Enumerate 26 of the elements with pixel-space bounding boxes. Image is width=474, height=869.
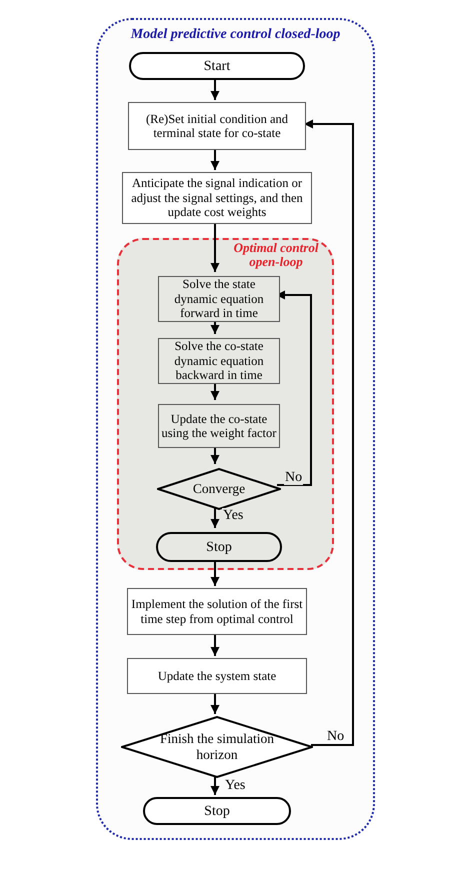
arrow bbox=[210, 633, 220, 656]
arrow bbox=[210, 506, 220, 528]
process-box: Solve the state dynamic equation forward in time bbox=[158, 276, 280, 322]
arrow bbox=[210, 148, 220, 170]
container-title: Model predictive control closed-loop bbox=[130, 26, 340, 44]
process-box: Anticipate the signal indication or adjust the signal settings, and then update cost weights bbox=[122, 172, 312, 224]
container-title: Optimal control open-loop bbox=[232, 241, 320, 269]
terminal-shape: Start bbox=[129, 52, 305, 80]
process-box: Implement the solution of the first time step from optimal control bbox=[127, 588, 307, 635]
arrow bbox=[210, 222, 220, 272]
arrow bbox=[210, 692, 220, 714]
decision-text: Finish the simulation horizon bbox=[158, 731, 275, 763]
decision-text: Converge bbox=[192, 481, 246, 497]
terminal-shape: Stop bbox=[143, 797, 291, 825]
arrow bbox=[276, 290, 312, 486]
process-box: Update the system state bbox=[127, 658, 307, 694]
arrow bbox=[210, 78, 220, 100]
process-box: Update the co-state using the weight factor bbox=[158, 404, 280, 448]
arrow bbox=[304, 120, 354, 746]
terminal-shape: Stop bbox=[156, 532, 282, 562]
arrow bbox=[210, 776, 220, 795]
process-box: (Re)Set initial condition and terminal state for co-state bbox=[128, 102, 306, 150]
loop-container bbox=[117, 238, 334, 570]
process-box: Solve the co-state dynamic equation backward in time bbox=[158, 338, 280, 384]
edge-label: No bbox=[284, 470, 304, 485]
loop-container bbox=[96, 18, 375, 840]
